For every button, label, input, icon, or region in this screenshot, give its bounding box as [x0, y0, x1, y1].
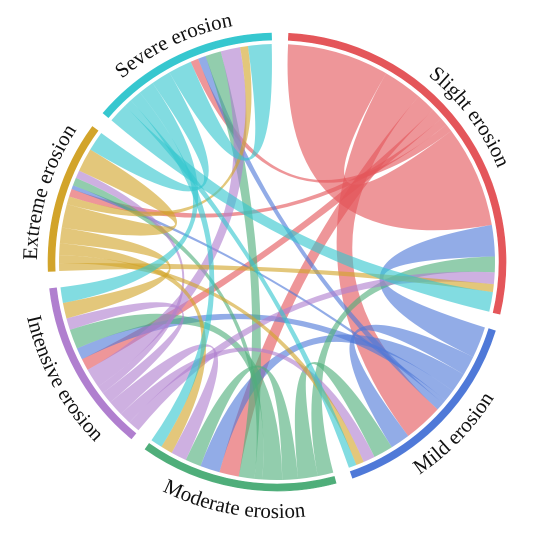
- ribbon-layer: [58, 44, 495, 481]
- chord-ribbon: [61, 149, 178, 236]
- segment-arc: [287, 32, 507, 315]
- chord-ribbon: [205, 51, 261, 479]
- segment-arc: [102, 32, 272, 119]
- chord-ribbon: [111, 105, 493, 312]
- chord-ribbon: [66, 302, 184, 403]
- chord-ribbon: [219, 96, 434, 477]
- chord-ribbon: [59, 227, 171, 319]
- chord-ribbon: [185, 365, 299, 480]
- chord-ribbon: [287, 44, 492, 231]
- segment-arc: [47, 126, 99, 272]
- segment-arc: [349, 328, 496, 479]
- chord-ribbon: [129, 271, 495, 431]
- chord-ribbon: [90, 72, 209, 192]
- segment-arc: [49, 287, 137, 440]
- chord-ribbon: [110, 344, 219, 461]
- chord-ribbon: [379, 224, 495, 357]
- chord-ribbon: [81, 109, 442, 370]
- chord-ribbon: [294, 361, 392, 479]
- chord-ribbon: [87, 47, 247, 387]
- chord-ribbon: [169, 44, 272, 161]
- segment-arc: [144, 443, 337, 492]
- chord-ribbon: [349, 324, 474, 448]
- segment-arc-layer: [47, 32, 507, 492]
- chord-ribbon: [69, 313, 283, 481]
